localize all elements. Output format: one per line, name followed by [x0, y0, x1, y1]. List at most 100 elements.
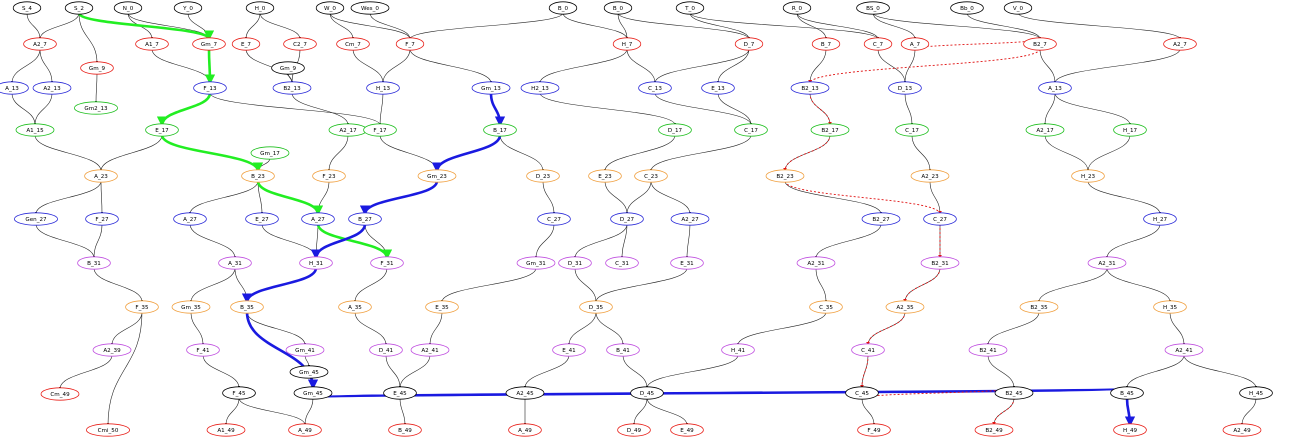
node-label: B2_49: [985, 428, 1003, 434]
edge: [877, 48, 907, 84]
graph-node: A2_35: [885, 300, 925, 314]
node-label: D_27: [620, 217, 635, 223]
graph-node: A2_13: [32, 81, 72, 95]
edge: [872, 12, 1042, 40]
node-label: C_27: [933, 217, 947, 223]
node-label: C_7: [873, 42, 884, 48]
graph-node: B_27: [348, 212, 382, 226]
node-label: Gm2_13: [84, 106, 108, 112]
graph-node: D_27: [610, 212, 644, 226]
edge: [188, 180, 259, 215]
graph-node: H_35: [1153, 300, 1187, 314]
edge: [1240, 397, 1257, 426]
node-label: D_23: [536, 174, 551, 180]
node-label: B2_17: [821, 128, 839, 134]
graph-node: F_23: [312, 169, 346, 183]
node-label: H_17: [1123, 128, 1138, 134]
graph-node: D_17: [658, 123, 692, 137]
edge: [645, 354, 739, 389]
graph-node: A_35: [338, 300, 372, 314]
graph-node: B_0: [603, 1, 633, 15]
node-label: A2_31: [807, 261, 825, 267]
edge: [1086, 134, 1131, 172]
edge: [814, 223, 882, 259]
node-label: BS_0: [866, 6, 880, 12]
highlight-edge-red: [861, 387, 1016, 399]
edge: [1106, 267, 1172, 303]
graph-node: C_7: [863, 37, 893, 51]
highlight-edge-red: [866, 311, 906, 346]
node-label: E_49: [680, 428, 694, 434]
graph-node: Gm_45: [289, 365, 329, 379]
graph-node: W_0: [315, 1, 345, 15]
edge: [1039, 48, 1057, 84]
edge: [523, 354, 570, 389]
graph-node: C_31: [605, 256, 639, 270]
graph-node: E_41: [552, 343, 586, 357]
graph-node: A2_17: [1025, 123, 1065, 137]
graph-node: D_7: [734, 37, 764, 51]
edge: [808, 48, 827, 84]
edge: [381, 48, 411, 84]
node-label: A2_41: [1175, 348, 1193, 354]
edge: [622, 354, 649, 389]
node-label: A_31: [228, 261, 242, 267]
node-label: Gm_17: [260, 151, 280, 157]
node-label: F_41: [196, 348, 210, 354]
graph-node: Y_0: [173, 1, 203, 15]
graph-node: F_27: [85, 212, 119, 226]
node-label: B2_35: [1030, 305, 1048, 311]
edge: [202, 354, 241, 389]
graph-node: C_41: [851, 343, 885, 357]
node-label: E_27: [255, 217, 269, 223]
node-label: H_0: [255, 6, 266, 12]
graph-node: A2_27: [670, 212, 710, 226]
highlight-edge-blue: [359, 180, 439, 216]
edge: [603, 134, 676, 172]
node-label: F_23: [322, 174, 336, 180]
node-label: D_41: [379, 348, 394, 354]
graph-node: Bb_0: [950, 1, 984, 15]
edge: [911, 134, 932, 172]
edge: [654, 92, 753, 126]
graph-node: A_13: [1038, 81, 1072, 95]
edge: [809, 92, 832, 126]
edge: [353, 267, 388, 303]
edge: [261, 223, 318, 259]
edge: [929, 180, 942, 215]
graph-node: D_31: [558, 256, 592, 270]
node-label: A1_7: [145, 42, 159, 48]
graph-node: B_7: [811, 37, 841, 51]
graph-node: BS_0: [856, 1, 890, 15]
highlight-edge-red: [903, 267, 941, 303]
edge: [783, 134, 831, 172]
edge: [408, 12, 564, 40]
edge: [653, 48, 750, 84]
highlight-edge-blue: [311, 386, 1131, 400]
graph-node: B2_49: [974, 423, 1014, 437]
graph-node: A1_15: [15, 123, 55, 137]
node-label: D_17: [668, 128, 683, 134]
edge: [903, 48, 916, 84]
node-label: B_7: [821, 42, 832, 48]
edge: [646, 397, 689, 426]
highlight-edge-blue: [241, 267, 318, 304]
graph-node: Cmi_50: [86, 423, 131, 437]
edge: [428, 311, 443, 346]
edge: [190, 311, 205, 346]
node-label: A_27: [311, 217, 325, 223]
graph-node: H_13: [366, 81, 400, 95]
node-label: C_23: [644, 174, 658, 180]
graph-node: A_31: [218, 256, 252, 270]
edge: [409, 48, 493, 84]
node-label: A2_7: [1173, 42, 1187, 48]
edge: [189, 223, 237, 259]
graph-node: H_27: [1143, 212, 1177, 226]
node-label: F_13: [203, 86, 217, 92]
node-label: E_7: [241, 42, 251, 48]
node-label: N_0: [123, 6, 134, 12]
node-label: B_0: [613, 6, 624, 12]
edge: [632, 397, 648, 426]
edge: [717, 92, 753, 126]
